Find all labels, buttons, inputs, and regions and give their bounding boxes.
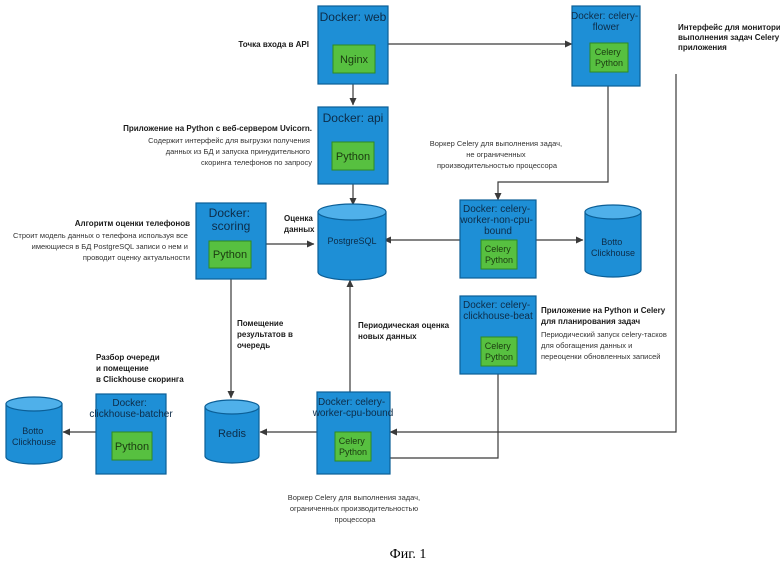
clickhouse-database-right: Botto Clickhouse — [585, 205, 641, 277]
docker-celery-worker-cpu-bound: Docker: celery- worker-cpu-bound Celery … — [312, 392, 394, 474]
docker-batcher-inner: Python — [115, 441, 149, 453]
docker-clickhouse-batcher: Docker: clickhouse-batcher Python — [89, 394, 173, 474]
noncpu-worker-description: Воркер Celery для выполнения задач, не о… — [430, 139, 564, 170]
clickhouse-database-left: Botto Clickhouse — [6, 397, 62, 464]
docker-api: Docker: api Python — [318, 107, 388, 184]
redis-label: Redis — [218, 428, 247, 440]
beat-app-label: Приложение на Python и Celery для планир… — [541, 306, 667, 326]
scoring-algorithm-label: Алгоритм оценки телефонов — [75, 219, 190, 228]
cpu-worker-description: Воркер Celery для выполнения задач, огра… — [288, 493, 422, 524]
docker-api-inner: Python — [336, 151, 370, 163]
scoring-description: Строит модель данных о телефона использу… — [13, 231, 190, 262]
api-entry-label: Точка входа в API — [238, 40, 309, 49]
queue-put-label: Помещение результатов в очередь — [237, 319, 295, 350]
docker-beat-title: Docker: celery- clickhouse-beat — [463, 300, 533, 322]
beat-description: Периодический запуск celery-тасков для о… — [541, 330, 669, 361]
postgresql-label: PostgreSQL — [327, 236, 376, 246]
postgresql-database: PostgreSQL — [318, 204, 386, 280]
docker-noncpu-inner: Celery Python — [485, 244, 514, 265]
docker-celery-flower-inner: Celery Python — [595, 47, 624, 68]
docker-scoring: Docker: scoring Python — [196, 203, 266, 279]
redis-database: Redis — [205, 400, 259, 463]
flower-monitoring-label: Интерфейс для мониторинга выполнения зад… — [678, 23, 780, 52]
docker-scoring-inner: Python — [213, 249, 247, 261]
docker-celery-clickhouse-beat: Docker: celery- clickhouse-beat Celery P… — [460, 296, 536, 374]
figure-caption: Фиг. 1 — [390, 547, 427, 562]
docker-web-title: Docker: web — [320, 10, 387, 24]
periodic-evaluation-label: Периодическая оценка новых данных — [358, 321, 451, 341]
docker-web-inner: Nginx — [340, 54, 369, 66]
docker-cpu-inner: Celery Python — [339, 436, 368, 457]
docker-beat-inner: Celery Python — [485, 341, 514, 362]
api-description: Содержит интерфейс для выгрузки получени… — [148, 136, 312, 167]
docker-celery-flower: Docker: celery- flower Celery Python — [571, 6, 641, 86]
data-evaluation-label: Оценка данных — [284, 214, 315, 234]
docker-api-title: Docker: api — [323, 111, 384, 125]
docker-celery-worker-non-cpu-bound: Docker: celery- worker-non-cpu- bound Ce… — [459, 200, 536, 278]
api-app-label: Приложение на Python с веб-сервером Uvic… — [123, 124, 312, 133]
docker-scoring-title: Docker: scoring — [209, 206, 254, 233]
docker-cpu-title: Docker: celery- worker-cpu-bound — [312, 397, 394, 419]
queue-parse-label: Разбор очереди и помещение в Clickhouse … — [96, 353, 184, 384]
docker-web: Docker: web Nginx — [318, 6, 388, 84]
